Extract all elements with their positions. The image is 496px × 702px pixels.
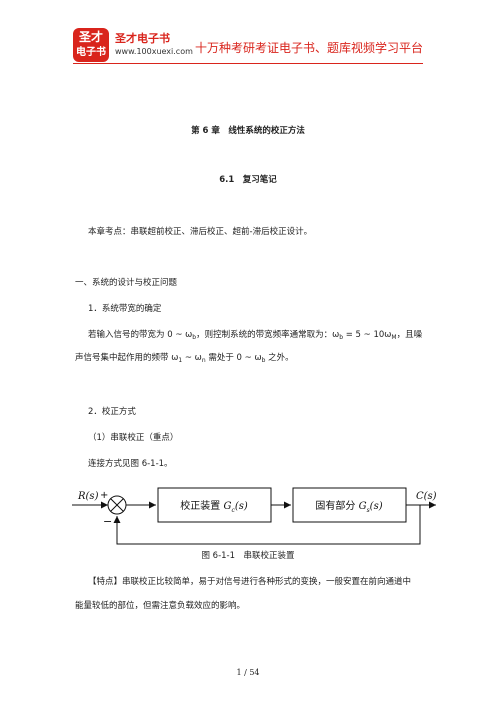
block-symbol: G [359, 501, 367, 512]
heading-system-design: 一、系统的设计与校正问题 [75, 278, 178, 288]
minus-sign: − [103, 515, 112, 528]
brand-slogan: 十万种考研考证电子书、题库视频学习平台 [195, 41, 424, 55]
figure-caption: 图 6-1-1 串联校正装置 [201, 551, 295, 561]
paragraph-bandwidth-line2: 声信号集中起作用的频带 ω1 ~ ωn 需处于 0 ~ ωb 之外。 [75, 352, 294, 364]
key-points: 本章考点：串联超前校正、滞后校正、超前-滞后校正设计。 [88, 227, 313, 237]
text-segment: ，则控制系统的带宽频率通常取为：ω [196, 330, 340, 340]
subscript: b [192, 334, 197, 341]
subheading-correction-mode: 2．校正方式 [88, 407, 136, 417]
chapter-title: 第 6 章 线性系统的校正方法 [191, 126, 305, 136]
summing-junction [107, 495, 127, 515]
block-text: 校正装置 [180, 499, 223, 512]
correction-device-label: 校正装置 Gc(s) [180, 499, 248, 514]
feedback-path [113, 505, 421, 545]
subheading-series-correction: （1）串联校正（重点） [88, 433, 179, 443]
block-argument: (s) [370, 501, 383, 512]
logo-text-line1: 圣才 [78, 30, 103, 44]
subscript: b [339, 334, 344, 341]
text-segment: = 5 ~ 10ω [343, 330, 392, 340]
block-subscript: s [367, 507, 370, 514]
block-subscript: c [231, 507, 235, 514]
text-segment: 若输入信号的带宽为 0 ~ ω [88, 330, 193, 340]
paragraph-bandwidth-line1: 若输入信号的带宽为 0 ~ ωb，则控制系统的带宽频率通常取为：ωb = 5 ~… [88, 329, 422, 341]
connection-text: 连接方式见图 6-1-1。 [88, 459, 173, 469]
page-number: 1 / 54 [236, 668, 260, 677]
plus-sign: + [100, 490, 108, 501]
feature-line1: 【特点】串联校正比较简单，易于对信号进行各种形式的变换，一般安置在前向通道中 [88, 577, 412, 587]
text-segment: 需处于 0 ~ ω [205, 353, 262, 363]
block-symbol: G [223, 501, 231, 512]
subscript: b [261, 357, 266, 364]
logo-text-line2: 电子书 [76, 47, 106, 58]
subheading-bandwidth: 1．系统带宽的确定 [88, 304, 162, 314]
text-segment: ~ ω [182, 353, 202, 363]
brand-url[interactable]: www.100xuexi.com [115, 47, 193, 56]
page-header: 圣才 电子书 圣才电子书 www.100xuexi.com 十万种考研考证电子书… [0, 0, 496, 70]
brand-name: 圣才电子书 [115, 32, 170, 45]
text-segment: 之外。 [265, 353, 294, 363]
subscript: 1 [178, 357, 183, 364]
text-segment: ，且噪 [396, 330, 423, 340]
plant-label: 固有部分 Gs(s) [315, 499, 382, 514]
input-label: R(s) [77, 491, 99, 502]
subscript: M [391, 334, 397, 341]
block-text: 固有部分 [315, 499, 358, 512]
block-diagram: R(s) C(s) + − 校正装置 Gc(s) 固有部分 Gs(s) [72, 487, 437, 545]
output-label: C(s) [416, 491, 437, 502]
block-argument: (s) [235, 501, 248, 512]
section-title: 6.1 复习笔记 [219, 175, 277, 185]
subscript: n [201, 357, 206, 364]
header-divider [73, 63, 423, 64]
text-segment: 声信号集中起作用的频带 ω [75, 353, 179, 363]
feature-line2: 能量较低的部位，但需注意负载效应的影响。 [75, 601, 246, 611]
brand-logo: 圣才 电子书 [73, 28, 109, 62]
